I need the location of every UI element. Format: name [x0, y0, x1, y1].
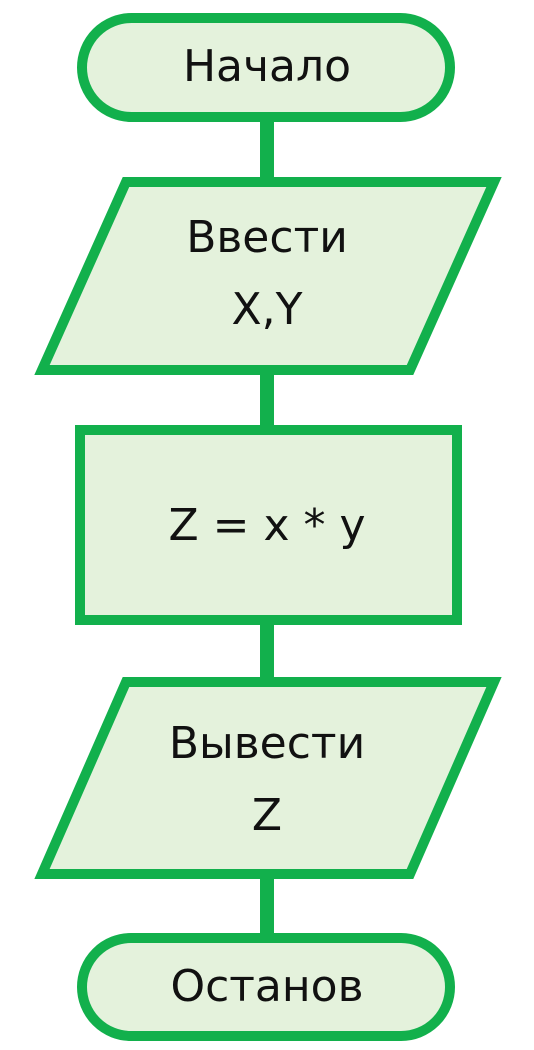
- output-label-line2: Z: [252, 790, 282, 841]
- input-label-line1: Ввести: [186, 212, 348, 263]
- start-label: Начало: [183, 41, 351, 92]
- process-node: Z = x * y: [75, 425, 462, 625]
- end-label: Останов: [170, 961, 363, 1012]
- input-parallelogram-shape: [34, 177, 502, 375]
- input-node: Ввести X,Y: [34, 177, 502, 375]
- process-label: Z = x * y: [168, 500, 365, 551]
- start-terminator-shape: [77, 13, 455, 122]
- end-terminator-shape: [77, 933, 455, 1041]
- input-label-line2: X,Y: [231, 284, 302, 335]
- start-node: Начало: [77, 13, 455, 122]
- process-rectangle-shape: [75, 425, 462, 625]
- output-node: Вывести Z: [34, 677, 502, 879]
- output-parallelogram-shape: [34, 677, 502, 879]
- output-label-line1: Вывести: [169, 718, 365, 769]
- end-node: Останов: [77, 933, 455, 1041]
